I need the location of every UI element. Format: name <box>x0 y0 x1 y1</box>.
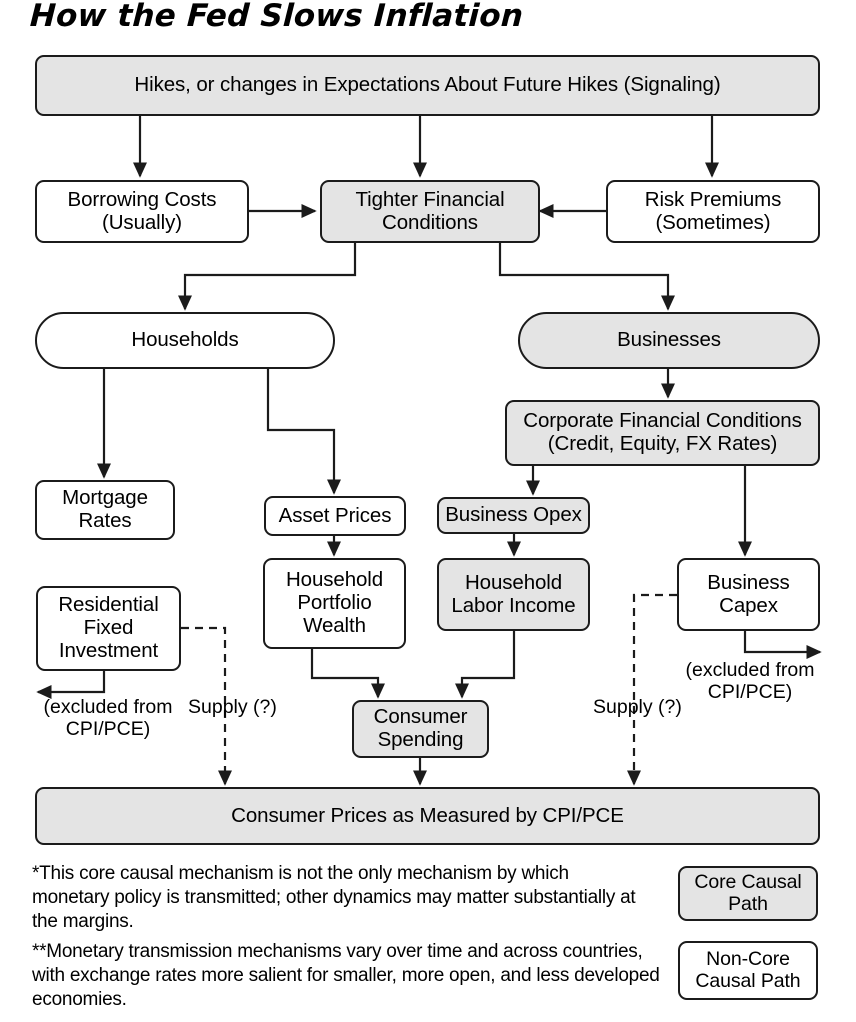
node-businesses[interactable]: Businesses <box>518 312 820 369</box>
node-mortgage-rates[interactable]: Mortgage Rates <box>35 480 175 540</box>
node-household-portfolio-wealth-label: Household Portfolio Wealth <box>285 568 384 637</box>
node-household-labor-income[interactable]: Household Labor Income <box>437 558 590 631</box>
node-hikes-label: Hikes, or changes in Expectations About … <box>134 73 721 97</box>
legend-core-causal-path[interactable]: Core Causal Path <box>678 866 818 921</box>
legend-non-core-causal-path-label: Non-Core Causal Path <box>695 947 801 992</box>
node-mortgage-rates-label: Mortgage Rates <box>62 486 148 532</box>
annotation-excluded-right: (excluded from CPI/PCE) <box>685 659 815 703</box>
node-household-portfolio-wealth[interactable]: Household Portfolio Wealth <box>263 558 406 649</box>
node-consumer-spending-label: Consumer Spending <box>373 705 468 751</box>
node-businesses-label: Businesses <box>617 328 721 352</box>
node-tighter-financial-conditions-label: Tighter Financial Conditions <box>355 187 505 234</box>
node-household-labor-income-label: Household Labor Income <box>451 570 576 617</box>
node-consumer-spending[interactable]: Consumer Spending <box>352 700 489 758</box>
node-consumer-prices-label: Consumer Prices as Measured by CPI/PCE <box>231 803 624 827</box>
node-business-opex-label: Business Opex <box>445 503 582 527</box>
node-households[interactable]: Households <box>35 312 335 369</box>
page-title: How the Fed Slows Inflation <box>29 0 525 34</box>
node-consumer-prices[interactable]: Consumer Prices as Measured by CPI/PCE <box>35 787 820 845</box>
node-borrowing-costs-label: Borrowing Costs (Usually) <box>67 187 217 234</box>
node-corporate-financial-conditions-label: Corporate Financial Conditions (Credit, … <box>523 409 802 455</box>
node-business-capex-label: Business Capex <box>707 570 790 617</box>
annotation-supply-left: Supply (?) <box>188 696 277 718</box>
footnote-one: *This core causal mechanism is not the o… <box>32 863 636 932</box>
legend-core-causal-path-label: Core Causal Path <box>694 870 802 915</box>
node-business-opex[interactable]: Business Opex <box>437 497 590 534</box>
node-residential-fixed-investment-label: Residential Fixed Investment <box>58 593 159 662</box>
node-tighter-financial-conditions[interactable]: Tighter Financial Conditions <box>320 180 540 243</box>
node-hikes[interactable]: Hikes, or changes in Expectations About … <box>35 55 820 116</box>
node-asset-prices-label: Asset Prices <box>278 503 392 527</box>
node-business-capex[interactable]: Business Capex <box>677 558 820 631</box>
node-risk-premiums-label: Risk Premiums (Sometimes) <box>644 187 782 234</box>
node-residential-fixed-investment[interactable]: Residential Fixed Investment <box>36 586 181 671</box>
node-risk-premiums[interactable]: Risk Premiums (Sometimes) <box>606 180 820 243</box>
node-corporate-financial-conditions[interactable]: Corporate Financial Conditions (Credit, … <box>505 400 820 466</box>
node-households-label: Households <box>131 328 239 352</box>
footnote-two: **Monetary transmission mechanisms vary … <box>32 941 660 1010</box>
annotation-excluded-left: (excluded from CPI/PCE) <box>43 696 173 740</box>
legend-non-core-causal-path[interactable]: Non-Core Causal Path <box>678 941 818 1000</box>
node-borrowing-costs[interactable]: Borrowing Costs (Usually) <box>35 180 249 243</box>
node-asset-prices[interactable]: Asset Prices <box>264 496 406 536</box>
annotation-supply-right: Supply (?) <box>593 696 682 718</box>
